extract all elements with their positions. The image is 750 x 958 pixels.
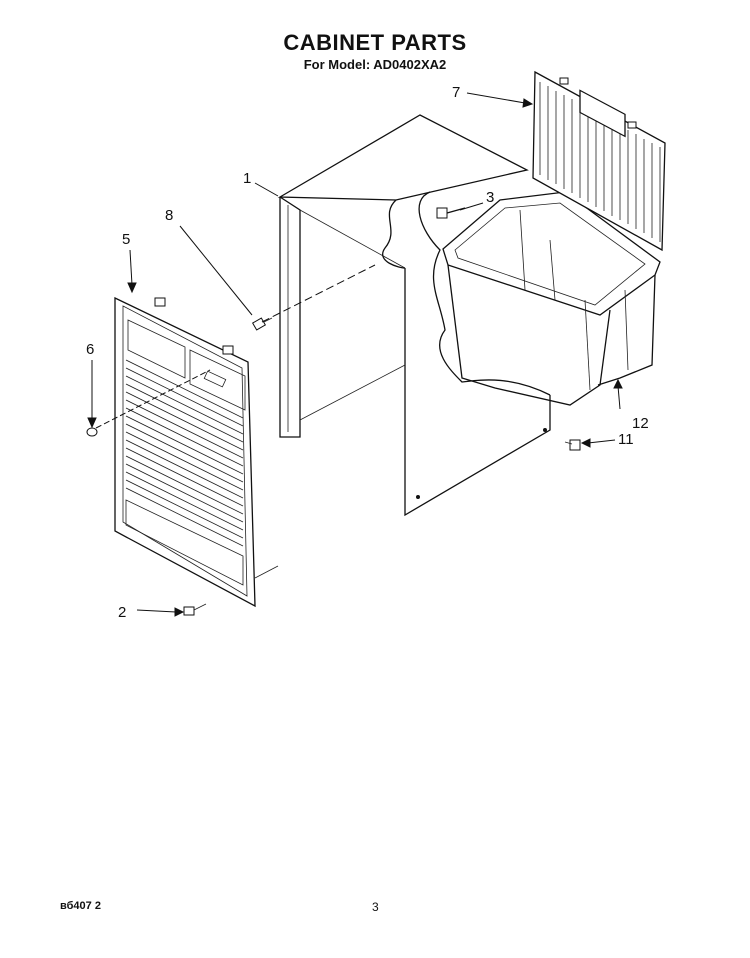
screw-part-3 (436, 207, 466, 219)
callout-1: 1 (243, 170, 251, 187)
knob-part-6 (86, 427, 98, 437)
callout-8: 8 (165, 207, 173, 224)
screw-part-2 (183, 603, 207, 616)
callout-12: 12 (632, 415, 649, 432)
callout-6: 6 (86, 341, 94, 358)
inner-tub (442, 191, 661, 406)
page-number: 3 (372, 900, 379, 914)
screw-part-11 (564, 439, 581, 451)
cabinet-wrapper (277, 114, 551, 517)
page-title: CABINET PARTS (283, 30, 467, 55)
filter-panel (532, 70, 666, 252)
callout-2: 2 (118, 604, 126, 621)
callout-7: 7 (452, 84, 460, 101)
callout-3: 3 (486, 189, 494, 206)
screw-part-8 (251, 317, 273, 331)
callout-11: 11 (618, 431, 634, 448)
front-grille-panel (114, 296, 279, 608)
model-subtitle: For Model: AD0402XA2 (303, 57, 447, 72)
callout-5: 5 (122, 231, 130, 248)
document-code: вб407 2 (60, 900, 101, 912)
leader-lines (87, 92, 623, 617)
